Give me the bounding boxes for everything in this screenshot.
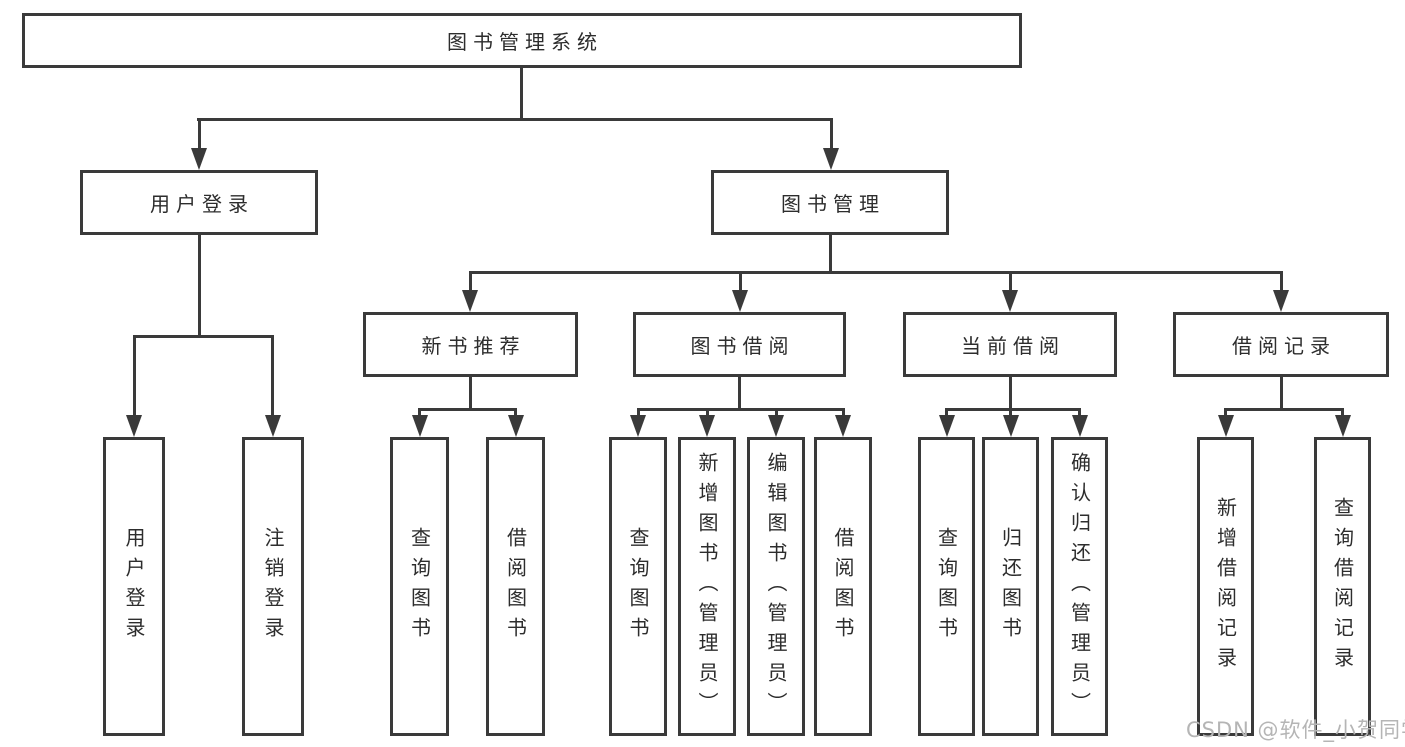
arrowhead-to-leaf-logout (264, 415, 281, 437)
node-label: 用户登录 (150, 192, 254, 216)
arrowhead-to-leaf-query-books-current (938, 415, 955, 437)
node-borrowing-records: 借阅记录 (1173, 312, 1389, 377)
edge-to-leaf-return-books-stem (1009, 408, 1012, 418)
arrowhead-to-leaf-user-login (126, 415, 142, 437)
leaf-return-books: 归还图书 (982, 437, 1039, 736)
node-label: 确认归还（管理员） (1067, 451, 1092, 722)
leaf-logout: 注销登录 (242, 437, 304, 736)
node-label: 编辑图书（管理员） (764, 451, 788, 722)
leaf-query-books-current: 查询图书 (918, 437, 975, 736)
edge-user-login-trunk (197, 235, 201, 338)
edge-to-leaf-query-borrow-record-stem (1341, 408, 1344, 418)
edge-to-leaf-query-books-current-stem (945, 408, 948, 418)
edge-to-leaf-confirm-return-admin-stem (1078, 408, 1081, 418)
node-user-login: 用户登录 (80, 170, 318, 235)
arrowhead-to-leaf-add-borrow-record (1217, 415, 1234, 437)
node-label: 查询图书 (626, 526, 650, 647)
edge-new-book-recommendation-rail (418, 408, 517, 411)
edge-to-leaf-borrow-books-recommend-stem (514, 408, 517, 418)
edge-to-leaf-edit-books-admin-stem (774, 408, 778, 418)
arrowhead-to-book-borrowing (732, 290, 748, 312)
csdn-watermark: CSDN @软件_小贺同学 (1186, 718, 1405, 742)
node-label: 借阅图书 (503, 526, 528, 647)
arrowhead-to-current-borrowing (1002, 290, 1018, 312)
node-label: 归还图书 (998, 526, 1023, 647)
edge-to-leaf-add-books-admin-stem (705, 408, 709, 418)
node-label: 借阅图书 (831, 526, 855, 647)
arrowhead-to-leaf-borrow-books-recommend (507, 415, 524, 437)
arrowhead-to-leaf-edit-books-admin (768, 415, 784, 437)
node-label: 借阅记录 (1232, 334, 1336, 358)
node-label: 新书推荐 (421, 334, 526, 358)
arrowhead-to-book-management (823, 148, 839, 170)
edge-book-management-rail (468, 271, 1282, 274)
edge-to-user-login-stem (197, 118, 201, 154)
leaf-query-borrow-record: 查询借阅记录 (1314, 437, 1371, 736)
edge-current-borrowing-trunk (1008, 377, 1012, 411)
edge-borrowing-records-rail (1224, 408, 1344, 411)
node-label: 图书管理 (781, 192, 885, 216)
node-label: 图书借阅 (690, 334, 795, 358)
arrowhead-to-user-login (191, 148, 207, 170)
edge-book-management-trunk (828, 235, 832, 274)
leaf-edit-books-admin: 编辑图书（管理员） (747, 437, 805, 736)
edge-root-rail (197, 118, 833, 121)
node-current-borrowing: 当前借阅 (903, 312, 1117, 377)
edge-to-leaf-borrow-books-stem (841, 408, 845, 418)
edge-root-trunk (520, 68, 523, 118)
node-book-management: 图书管理 (711, 170, 949, 235)
node-label: 查询借阅记录 (1330, 496, 1355, 677)
edge-to-book-borrowing-stem (738, 271, 742, 292)
leaf-query-books-recommend: 查询图书 (390, 437, 449, 736)
leaf-borrow-books-recommend: 借阅图书 (486, 437, 545, 736)
leaf-borrow-books: 借阅图书 (814, 437, 872, 736)
node-label: 图书管理系统 (447, 30, 603, 54)
leaf-add-books-admin: 新增图书（管理员） (678, 437, 736, 736)
arrowhead-to-borrowing-records (1273, 290, 1289, 312)
arrowhead-to-leaf-add-books-admin (699, 415, 715, 437)
leaf-query-books-borrowing: 查询图书 (609, 437, 667, 736)
node-label: 用户登录 (122, 526, 146, 647)
edge-to-leaf-query-books-borrowing-stem (636, 408, 640, 418)
edge-to-leaf-logout-stem (271, 335, 274, 419)
node-label: 新增借阅记录 (1213, 496, 1238, 677)
arrowhead-to-new-book-recommendation (462, 290, 478, 312)
edge-to-leaf-add-borrow-record-stem (1224, 408, 1227, 418)
node-book-borrowing: 图书借阅 (633, 312, 846, 377)
arrowhead-to-leaf-query-books-borrowing (630, 415, 646, 437)
node-label: 注销登录 (261, 526, 285, 647)
edge-to-borrowing-records-stem (1279, 271, 1283, 292)
edge-current-borrowing-rail (945, 408, 1081, 411)
edge-user-login-rail (132, 335, 274, 338)
arrowhead-to-leaf-confirm-return-admin (1071, 415, 1088, 437)
edge-to-leaf-query-books-recommend-stem (418, 408, 421, 418)
node-label: 查询图书 (934, 526, 959, 647)
node-label: 查询图书 (407, 526, 432, 647)
edge-to-leaf-user-login-stem (132, 335, 136, 419)
node-label: 新增图书（管理员） (695, 451, 719, 722)
node-new-book-recommendation: 新书推荐 (363, 312, 578, 377)
arrowhead-to-leaf-return-books (1002, 415, 1019, 437)
leaf-add-borrow-record: 新增借阅记录 (1197, 437, 1254, 736)
node-book-management-system: 图书管理系统 (22, 13, 1022, 68)
edge-borrowing-records-trunk (1279, 377, 1283, 411)
edge-to-current-borrowing-stem (1008, 271, 1012, 292)
arrowhead-to-leaf-borrow-books (835, 415, 851, 437)
edge-new-book-recommendation-trunk (469, 377, 472, 411)
node-label: 当前借阅 (961, 334, 1065, 358)
arrowhead-to-leaf-query-borrow-record (1334, 415, 1351, 437)
leaf-user-login: 用户登录 (103, 437, 165, 736)
edge-book-borrowing-rail (636, 408, 845, 411)
edge-to-new-book-recommendation-stem (468, 271, 472, 292)
edge-to-book-management-stem (829, 118, 833, 154)
edge-book-borrowing-trunk (738, 377, 741, 411)
arrowhead-to-leaf-query-books-recommend (411, 415, 428, 437)
leaf-confirm-return-admin: 确认归还（管理员） (1051, 437, 1108, 736)
